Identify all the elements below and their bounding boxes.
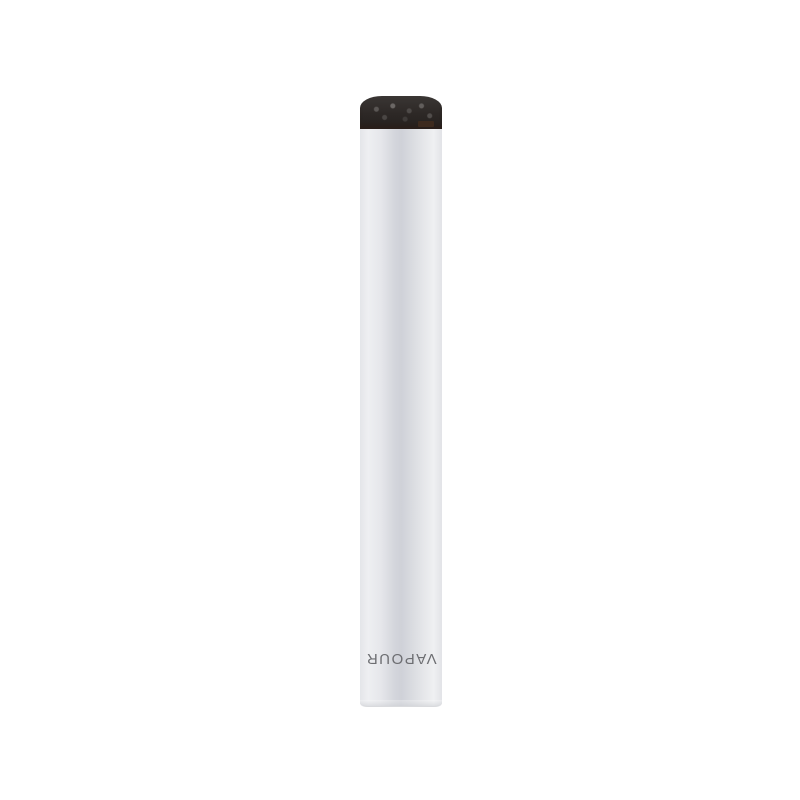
e-cigarette: VAPOUR — [360, 96, 442, 709]
tip-led-accent — [418, 121, 434, 127]
ecig-tip — [360, 96, 442, 129]
brand-label: VAPOUR — [365, 650, 437, 667]
ecig-bottom-ring — [360, 700, 442, 707]
ecig-body: VAPOUR — [360, 129, 442, 707]
